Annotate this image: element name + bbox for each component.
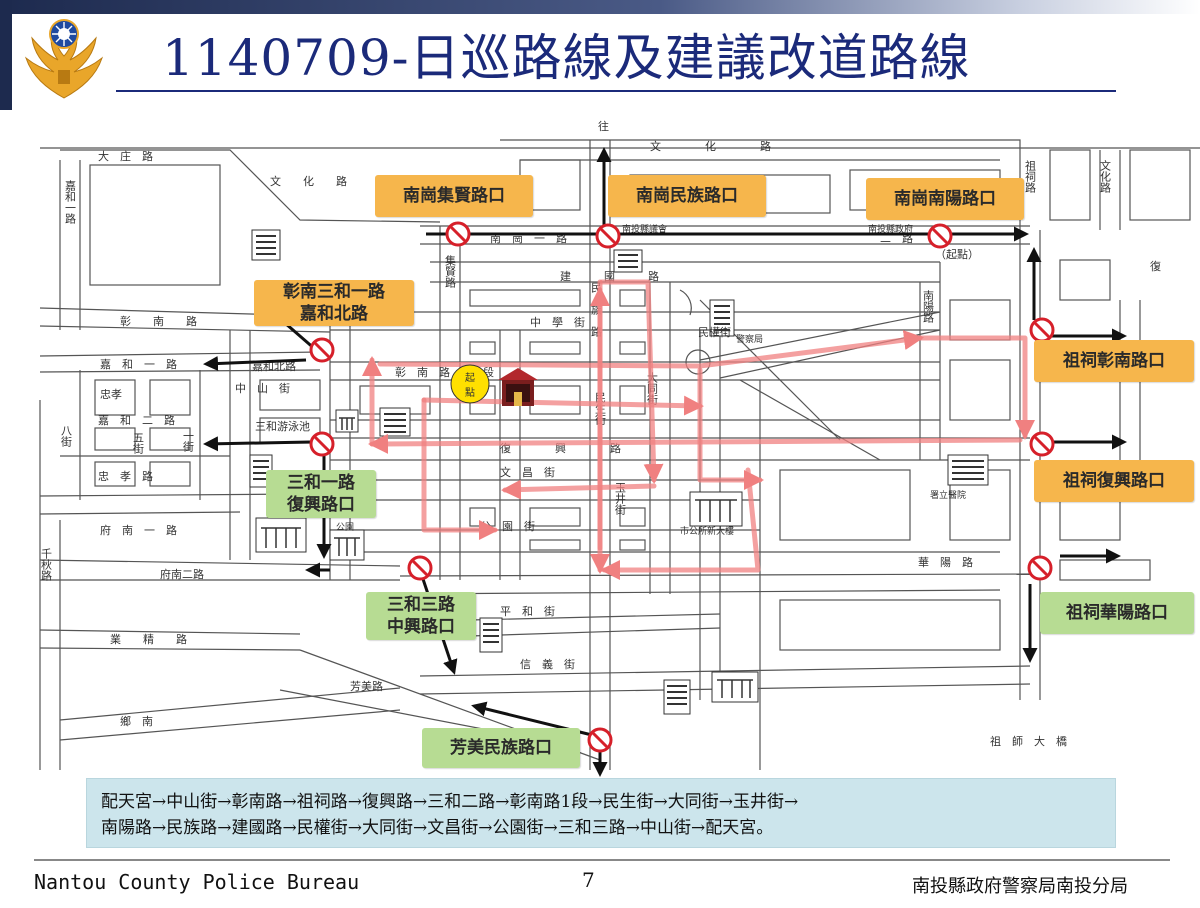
road-label: 一街 — [182, 430, 195, 453]
road-label: 大 庄 路 — [98, 149, 153, 163]
patrol-map: 大 庄 路 文 化 路 文 化 路 文化路 嘉和一路 彰 南 路 嘉 和 一 路… — [30, 119, 1200, 777]
svg-text:點: 點 — [465, 386, 475, 399]
label-nangang-nanyang: 南崗南陽路口 — [866, 178, 1024, 220]
map-place-label: 市公所新大樓 — [680, 525, 734, 537]
road-label: 府 南 一 路 — [100, 523, 177, 537]
no-entry-icon — [1029, 431, 1055, 457]
road-label: 五街 — [132, 432, 145, 455]
road-label: 信 義 街 — [520, 657, 575, 671]
road-label: 集賢路 — [444, 254, 457, 289]
no-entry-icon — [407, 555, 433, 581]
page-number: 7 — [582, 868, 595, 892]
label-nangang-jixian: 南崗集賢路口 — [375, 175, 533, 217]
road-label: 嘉和一路 — [64, 179, 77, 225]
header-band — [0, 0, 1200, 14]
road-label: 祖 師 大 橋 — [990, 734, 1067, 748]
road-label: 府南二路 — [160, 567, 204, 581]
road-label: 嘉 和 二 路 — [98, 413, 175, 427]
no-entry-icon — [587, 727, 613, 753]
patrol-route — [362, 279, 1035, 580]
road-label: 文 昌 街 — [500, 465, 555, 479]
label-nangang-minzu: 南崗民族路口 — [608, 175, 766, 217]
map-place-label: 警察局 — [736, 333, 763, 345]
road-label: 嘉 和 一 路 — [100, 357, 177, 371]
label-fangmei-minzu: 芳美民族路口 — [422, 728, 580, 768]
road-label: 忠孝 — [100, 388, 122, 401]
road-label: 彰 南 路 — [120, 314, 197, 328]
road-label: 千秋路 — [40, 548, 53, 582]
footer-organization: Nantou County Police Bureau — [34, 870, 360, 894]
route-description: 配天宮→中山街→彰南路→祖祠路→復興路→三和二路→彰南路1段→民生街→大同街→玉… — [86, 778, 1116, 848]
police-emblem-icon — [24, 19, 104, 99]
detour-arrows — [203, 147, 1127, 777]
road-label: 芳美路 — [350, 679, 383, 693]
road-label: 往 — [598, 119, 609, 133]
title-underline — [116, 90, 1116, 92]
road-label: 文化路 — [1099, 159, 1112, 194]
road-label: 民權街 — [698, 325, 731, 339]
header-side-band — [0, 0, 12, 110]
svg-text:起: 起 — [465, 372, 475, 384]
route-line: 配天宮→中山街→彰南路→祖祠路→復興路→三和二路→彰南路1段→民生街→大同街→玉… — [101, 792, 799, 812]
road-label: 文 化 路 — [270, 174, 347, 188]
map-place-label: （起點） — [935, 248, 979, 261]
road-label: 忠 孝 路 — [98, 470, 153, 483]
road-label: 祖祠路 — [1024, 159, 1037, 194]
label-zhangnan-sanhe: 彰南三和一路嘉和北路 — [254, 280, 414, 326]
label-zuci-fuxing: 祖祠復興路口 — [1034, 460, 1194, 502]
label-zuci-huayang: 祖祠華陽路口 — [1040, 592, 1194, 634]
road-label: 復 — [1150, 260, 1161, 273]
road-label: 南陽路 — [922, 290, 935, 324]
road-label: 中 山 街 — [235, 381, 290, 395]
road-label: 鄉 南 — [120, 715, 153, 728]
map-place-label: 南投縣政府 — [868, 223, 913, 235]
no-entry-icon — [1027, 555, 1053, 581]
label-zuci-zhangnan: 祖祠彰南路口 — [1034, 340, 1194, 382]
no-entry-signs — [309, 221, 1055, 753]
label-sanhe1-fuxing: 三和一路復興路口 — [266, 470, 376, 518]
no-entry-icon — [309, 337, 335, 363]
building-icons — [249, 229, 989, 715]
no-entry-icon — [927, 223, 953, 249]
label-sanhe3-zhongxing: 三和三路中興路口 — [366, 592, 476, 640]
route-line: 南陽路→民族路→建國路→民權街→大同街→文昌街→公園街→三和三路→中山街→配天宮… — [101, 818, 774, 838]
road-label: 平 和 街 — [500, 604, 555, 618]
road-label: 文 化 路 — [650, 139, 771, 153]
footer-branch: 南投縣政府警察局南投分局 — [912, 876, 1128, 897]
map-place-label: 三和游泳池 — [255, 419, 310, 433]
no-entry-icon — [595, 223, 621, 249]
road-label: 華 陽 路 — [918, 556, 973, 569]
no-entry-icon — [445, 221, 471, 247]
map-place-label: 公園 — [336, 522, 354, 533]
no-entry-icon — [309, 431, 335, 457]
page-title: 1140709-日巡路線及建議改道路線 — [162, 29, 971, 87]
road-label: 八街 — [60, 425, 73, 448]
footer-divider — [34, 859, 1170, 861]
map-place-label: 署立醫院 — [930, 489, 966, 501]
temple-icon — [498, 368, 538, 406]
start-point-marker: 起 點 — [450, 364, 490, 404]
road-label: 業 精 路 — [110, 633, 187, 646]
no-entry-icon — [1029, 317, 1055, 343]
map-place-label: 南投縣議會 — [622, 223, 667, 235]
road-label: 玉井街 — [614, 482, 627, 516]
road-label: 中 學 街 — [530, 315, 585, 329]
